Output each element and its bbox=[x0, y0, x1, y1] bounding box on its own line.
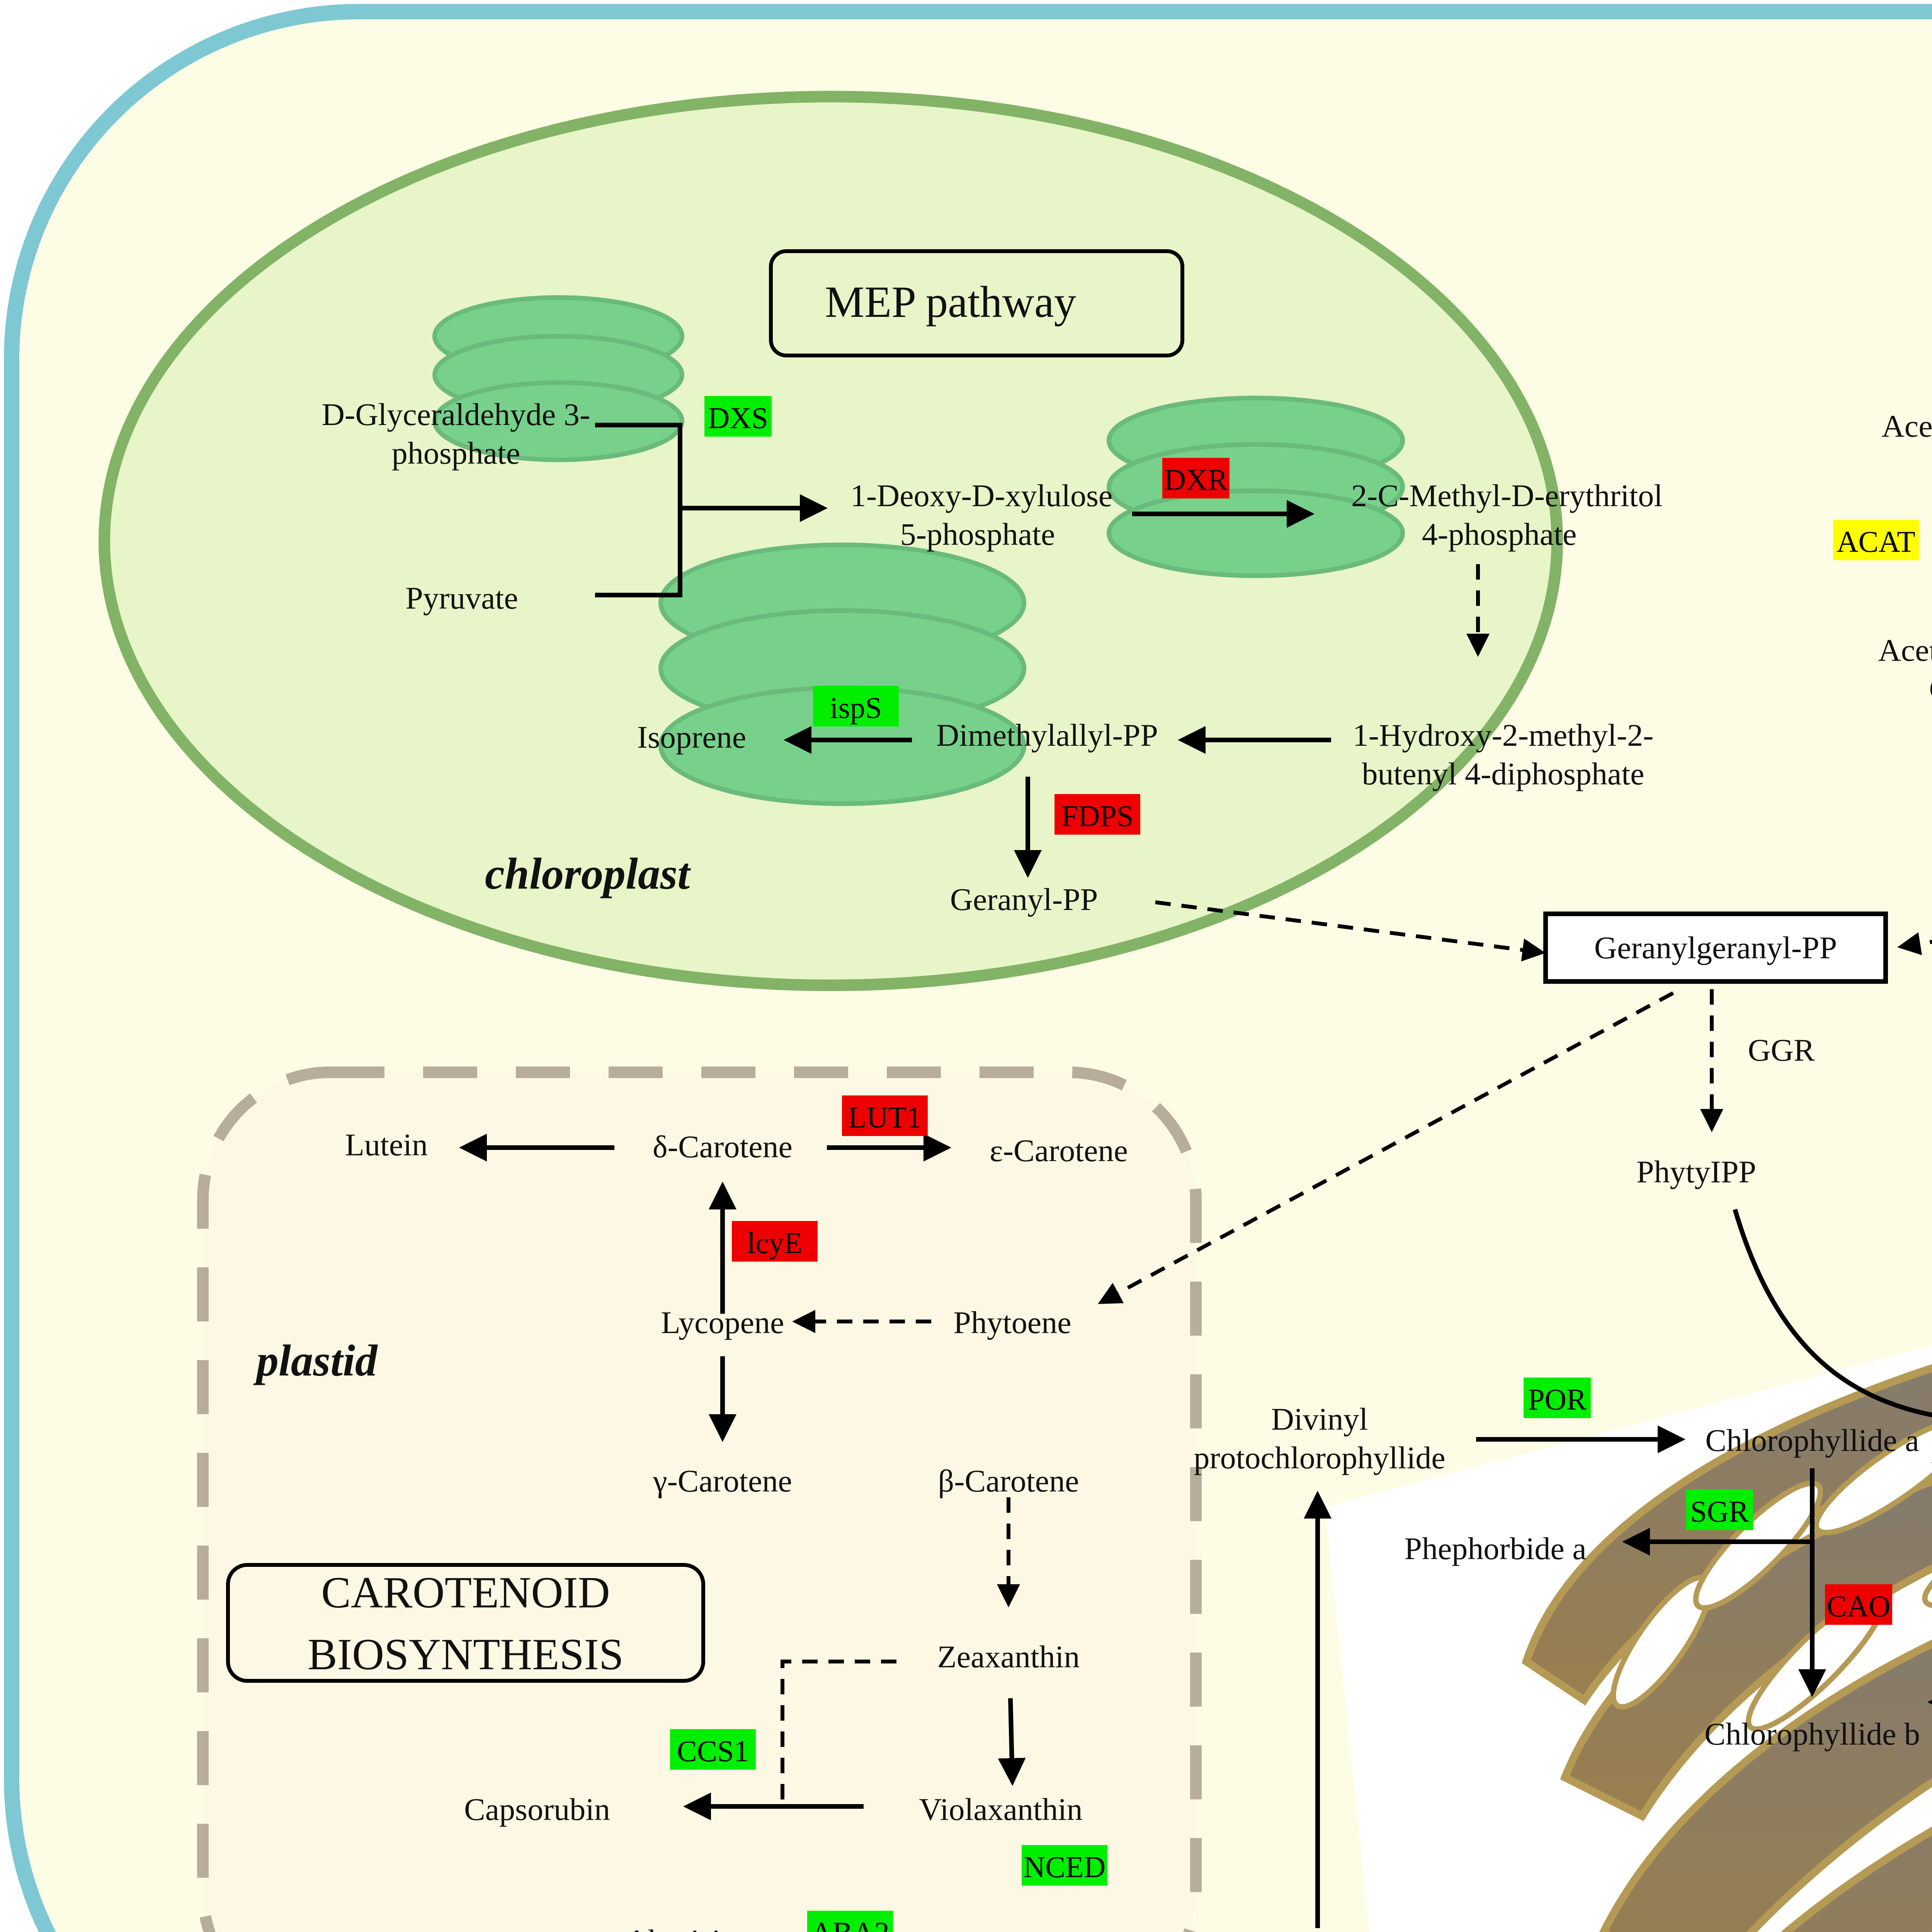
metabolite-chlide-a: Chlorophyllide a bbox=[1705, 1423, 1919, 1458]
enzyme-badge-bg bbox=[704, 396, 772, 437]
metabolite-dxp-1: 1-Deoxy-D-xylulose bbox=[850, 478, 1113, 513]
metabolite-zeaxanthin: Zeaxanthin bbox=[937, 1639, 1080, 1674]
enzyme-cao: CAO bbox=[1825, 1584, 1892, 1625]
enzyme-nced: NCED bbox=[1022, 1845, 1107, 1886]
arrow-ggpp-to-phytoene bbox=[1098, 991, 1674, 1304]
metabolite-isoprene: Isoprene bbox=[637, 719, 746, 755]
enzyme-label: LUT1 bbox=[848, 1100, 922, 1134]
enzyme-label: lcyE bbox=[747, 1226, 803, 1260]
metabolite-g3p-1: D-Glyceraldehyde 3- bbox=[322, 397, 590, 432]
metabolite-mg-proto: Mg-Proto IX bbox=[1237, 1931, 1402, 1932]
metabolite-mep-1: 2-C-Methyl-D-erythritol bbox=[1351, 478, 1663, 513]
metabolite-violaxanthin: Violaxanthin bbox=[919, 1792, 1082, 1827]
plastid-label: plastid bbox=[253, 1336, 378, 1385]
enzyme-aba2: ABA2 bbox=[807, 1911, 893, 1932]
enzyme-label: DXS bbox=[708, 401, 768, 435]
enzyme-por: POR bbox=[1524, 1378, 1591, 1418]
enzyme-badge-bg bbox=[1833, 520, 1919, 560]
enzyme-badge-bg bbox=[1022, 1845, 1107, 1886]
enzyme-label: SGR bbox=[1690, 1495, 1749, 1528]
enzyme-label: ispS bbox=[830, 691, 882, 724]
enzyme-label: FDPS bbox=[1061, 799, 1133, 833]
arrow-g3p-pyruvate-to-dxp bbox=[595, 423, 823, 597]
enzyme-label: ACAT bbox=[1837, 525, 1915, 558]
enzyme-dxs: DXS bbox=[704, 396, 772, 437]
metabolite-acetyl-coa: Acetyl-CoA bbox=[1882, 408, 1932, 444]
metabolite-g3p-2: phosphate bbox=[392, 435, 520, 471]
metabolite-phytylpp: PhytyIPP bbox=[1636, 1154, 1756, 1189]
metabolite-capsorubin: Capsorubin bbox=[464, 1792, 610, 1827]
enzyme-lcye: lcyE bbox=[732, 1221, 818, 1262]
metabolite-dxp-2: 5-phosphate bbox=[900, 517, 1055, 552]
enzyme-dxr: DXR bbox=[1162, 458, 1230, 498]
carotenoid-title: CAROTENOID BIOSYNTHESIS bbox=[226, 1563, 705, 1683]
enzyme-sgr-left: SGR bbox=[1686, 1490, 1753, 1530]
metabolite-phephorbide-a: Phephorbide a bbox=[1404, 1531, 1586, 1566]
metabolite-delta-carotene: δ-Carotene bbox=[653, 1129, 793, 1164]
metabolite-acetoacetyl-2: CoA bbox=[1929, 671, 1932, 706]
metabolite-pyruvate: Pyruvate bbox=[405, 580, 518, 616]
metabolite-divinyl-2: protochlorophyllide bbox=[1194, 1440, 1445, 1475]
ggpp-node: Geranylgeranyl-PP bbox=[1543, 912, 1888, 984]
enzyme-ccs1: CCS1 bbox=[670, 1729, 756, 1770]
metabolite-hmbpp-2: butenyl 4-diphosphate bbox=[1362, 756, 1644, 791]
metabolite-lutein: Lutein bbox=[345, 1127, 428, 1162]
arrow-geranylpp-to-ggpp-mep bbox=[1155, 900, 1546, 962]
thylakoid-stack-3 bbox=[658, 543, 1026, 806]
metabolite-divinyl-1: Divinyl bbox=[1271, 1401, 1368, 1437]
metabolite-beta-carotene: β-Carotene bbox=[938, 1463, 1079, 1498]
metabolite-epsilon-carotene: ε-Carotene bbox=[990, 1133, 1128, 1168]
enzyme-label: POR bbox=[1528, 1383, 1587, 1416]
metabolite-acetoacetyl-1: Acetoacetyl- bbox=[1878, 633, 1932, 668]
enzyme-label: NCED bbox=[1024, 1850, 1105, 1884]
enzyme-badge-bg bbox=[1054, 794, 1140, 835]
enzyme-badge-bg bbox=[1686, 1490, 1753, 1530]
metabolite-dmapp: Dimethylallyl-PP bbox=[936, 718, 1158, 753]
enzyme-lut1: LUT1 bbox=[842, 1095, 928, 1136]
plastid bbox=[197, 1066, 1202, 1932]
metabolite-lycopene: Lycopene bbox=[661, 1305, 784, 1340]
dashed-zeaxanthin-to-capsorubin bbox=[781, 1660, 896, 1806]
metabolite-abscisic-1: Abscisic bbox=[626, 1923, 735, 1932]
thylakoid-stack-1 bbox=[432, 295, 684, 462]
enzyme-badge-bg bbox=[670, 1729, 756, 1770]
enzyme-label: CAO bbox=[1827, 1589, 1891, 1623]
enzyme-badge-bg bbox=[807, 1911, 893, 1932]
metabolite-hmbpp-1: 1-Hydroxy-2-methyl-2- bbox=[1353, 718, 1654, 753]
metabolite-coprogen: CoprogenIII bbox=[1734, 1927, 1890, 1932]
enzyme-acat: ACAT bbox=[1833, 520, 1919, 560]
metabolite-chlide-b: Chlorophyllide b bbox=[1704, 1716, 1920, 1752]
ggpp-text: Geranylgeranyl-PP bbox=[1594, 930, 1837, 965]
metabolite-geranylpp-mep: Geranyl-PP bbox=[950, 882, 1098, 917]
enzyme-badge-bg bbox=[842, 1095, 928, 1136]
enzyme-isps: ispS bbox=[813, 686, 899, 726]
enzyme-badge-bg bbox=[1825, 1584, 1892, 1625]
carotenoid-title-1: CAROTENOID bbox=[321, 1568, 610, 1617]
mep-title-text: MEP pathway bbox=[825, 277, 1077, 327]
mep-pathway-title: MEP pathway bbox=[769, 249, 1184, 357]
metabolite-proto: Proto IX bbox=[1514, 1927, 1624, 1932]
carotenoid-title-2: BIOSYNTHESIS bbox=[308, 1630, 624, 1679]
enzyme-badge-bg bbox=[1162, 458, 1230, 498]
enzyme-label: ABA2 bbox=[811, 1916, 889, 1932]
metabolite-mep-2: 4-phosphate bbox=[1422, 517, 1577, 552]
enzyme-label: CCS1 bbox=[677, 1734, 749, 1768]
enzyme-fdps-mep: FDPS bbox=[1054, 794, 1140, 835]
arrow-phytylpp-to-chl-a bbox=[1733, 1209, 1932, 1418]
enzyme-badge-bg bbox=[732, 1221, 818, 1262]
arrow-zeaxanthin-to-violaxanthin bbox=[998, 1698, 1026, 1786]
chloroplast-label: chloroplast bbox=[485, 849, 691, 898]
metabolite-phytoene: Phytoene bbox=[953, 1305, 1071, 1340]
enzyme-layer: DXSDXRispSFDPSACATHMGCSHMGCRFDPSLUT1lcyE… bbox=[670, 396, 1919, 1932]
ggr-label: GGR bbox=[1748, 1032, 1815, 1068]
enzyme-badge-bg bbox=[813, 686, 899, 726]
enzyme-label: DXR bbox=[1164, 463, 1228, 497]
enzyme-badge-bg bbox=[1524, 1378, 1591, 1418]
metabolite-gamma-carotene: γ-Carotene bbox=[653, 1463, 792, 1498]
